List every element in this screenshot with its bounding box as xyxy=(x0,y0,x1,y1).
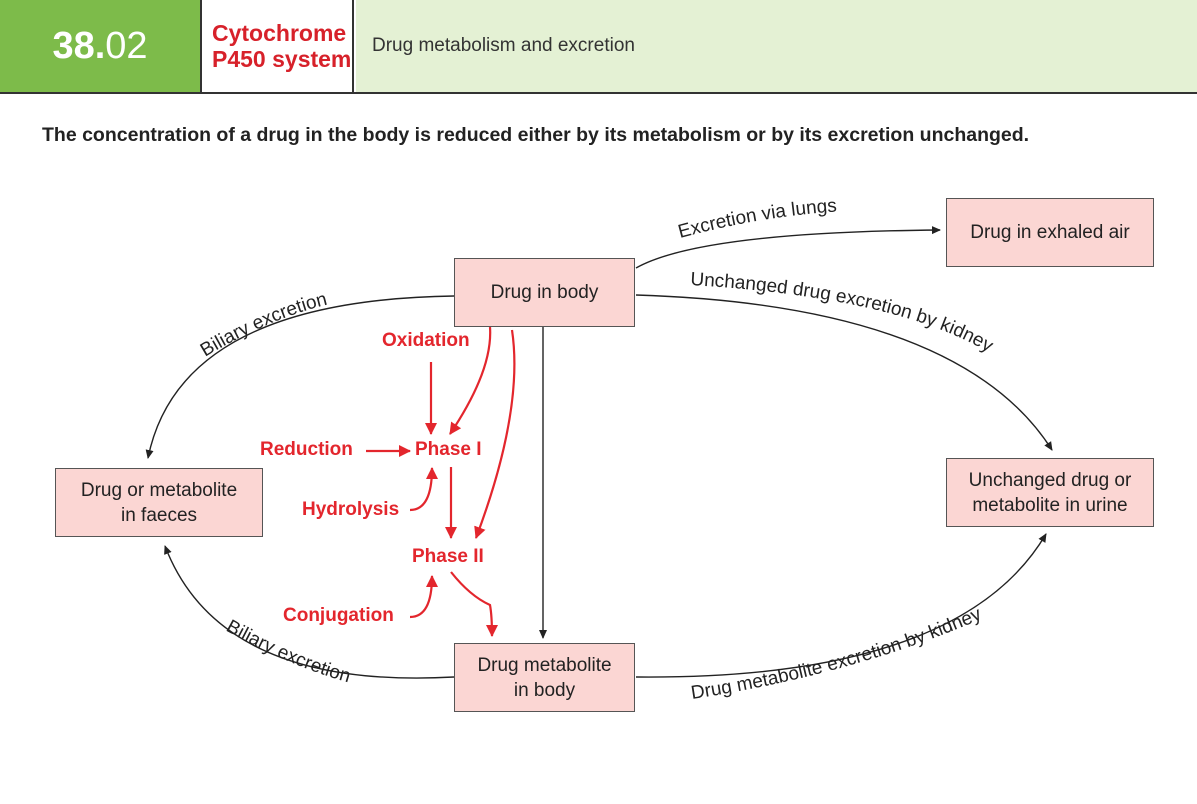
label-oxidation: Oxidation xyxy=(382,330,470,351)
box-drug-metabolite-line2: in body xyxy=(513,679,576,701)
box-drug-metabolite-line1: Drug metabolite xyxy=(477,654,612,676)
arrow-hydrolysis-phase1 xyxy=(409,467,438,512)
svg-text:Unchanged drug excretion by ki: Unchanged drug excretion by kidney xyxy=(690,269,997,357)
chapter-title-line1: Cytochrome xyxy=(212,20,347,46)
header-rule xyxy=(0,92,1197,94)
box-faeces-line1: Drug or metabolite xyxy=(80,479,238,501)
chapter-subtitle: Drug metabolism and excretion xyxy=(356,0,1197,92)
label-phase-1: Phase I xyxy=(415,439,482,460)
chapter-title: Cytochrome P450 system xyxy=(200,0,354,92)
box-urine-line1: Unchanged drug or xyxy=(968,469,1132,491)
label-kidney-metabolite: Drug metabolite excretion by kidney xyxy=(690,604,985,704)
svg-text:Biliary excretion: Biliary excretion xyxy=(197,289,329,361)
arrow-conjugation-phase2 xyxy=(409,575,438,619)
label-excretion-via-lungs: Excretion via lungs xyxy=(676,195,838,242)
label-reduction: Reduction xyxy=(260,439,353,460)
label-phase-2: Phase II xyxy=(412,546,484,567)
arrow-phase2-metabolite xyxy=(450,571,498,637)
label-unchanged-kidney: Unchanged drug excretion by kidney xyxy=(690,269,997,357)
box-exhaled-air: Drug in exhaled air xyxy=(946,198,1154,267)
label-conjugation: Conjugation xyxy=(283,605,394,626)
arrow-biliary-bottom xyxy=(164,545,455,679)
box-urine: Unchanged drug or metabolite in urine xyxy=(946,458,1154,527)
box-faeces-line2: in faeces xyxy=(120,504,198,526)
arrow-kidney-unchanged xyxy=(635,294,1053,451)
svg-text:Excretion via lungs: Excretion via lungs xyxy=(676,195,838,242)
arrow-body-phase2 xyxy=(474,329,516,539)
box-drug-metabolite: Drug metabolite in body xyxy=(454,643,635,712)
chapter-number-major: 38. xyxy=(52,24,106,67)
header: 38.02 Cytochrome P450 system Drug metabo… xyxy=(0,0,1197,94)
box-faeces: Drug or metabolite in faeces xyxy=(55,468,263,537)
label-biliary-top: Biliary excretion xyxy=(197,289,329,361)
box-exhaled-air-label: Drug in exhaled air xyxy=(970,222,1130,243)
arrow-kidney-metabolite xyxy=(635,533,1047,678)
arrow-body-phase1 xyxy=(449,326,492,435)
chapter-number: 38.02 xyxy=(0,0,200,92)
box-drug-in-body: Drug in body xyxy=(454,258,635,327)
chapter-number-minor: 02 xyxy=(105,24,148,67)
chapter-title-line2: P450 system xyxy=(212,46,352,72)
arrow-lungs xyxy=(635,226,941,269)
svg-text:Drug metabolite excretion by k: Drug metabolite excretion by kidney xyxy=(690,604,985,704)
box-urine-line2: metabolite in urine xyxy=(972,494,1128,516)
intro-text: The concentration of a drug in the body … xyxy=(42,124,1030,146)
box-drug-in-body-label: Drug in body xyxy=(490,282,599,303)
arrow-biliary-top xyxy=(145,295,455,459)
label-hydrolysis: Hydrolysis xyxy=(302,499,400,520)
